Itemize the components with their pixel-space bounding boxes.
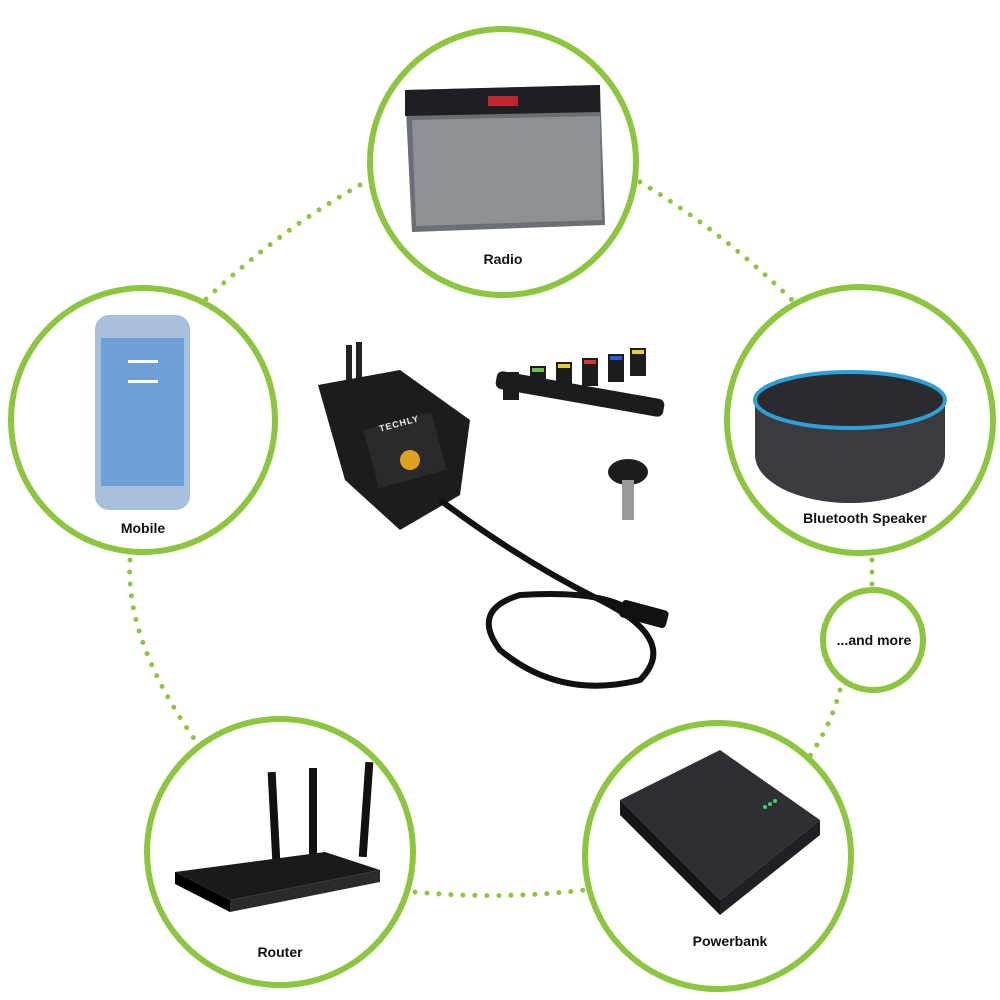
universal-power-adapter-icon bbox=[318, 342, 669, 689]
device-label-router: Router bbox=[257, 944, 303, 960]
device-label-bluetooth-speaker: Bluetooth Speaker bbox=[803, 510, 927, 526]
radio-speaker-icon bbox=[405, 85, 605, 232]
device-label-and-more: ...and more bbox=[836, 632, 912, 648]
device-label-radio: Radio bbox=[483, 251, 523, 267]
smart-speaker-icon bbox=[753, 370, 947, 503]
powerbank-icon bbox=[620, 750, 820, 915]
router-circle bbox=[144, 716, 416, 988]
device-label-powerbank: Powerbank bbox=[692, 933, 768, 949]
wifi-router-icon bbox=[175, 761, 380, 912]
device-label-mobile: Mobile bbox=[120, 520, 166, 536]
and-more-circle bbox=[820, 587, 926, 693]
dotted-connector bbox=[127, 179, 875, 899]
smartphone-icon bbox=[95, 315, 190, 510]
